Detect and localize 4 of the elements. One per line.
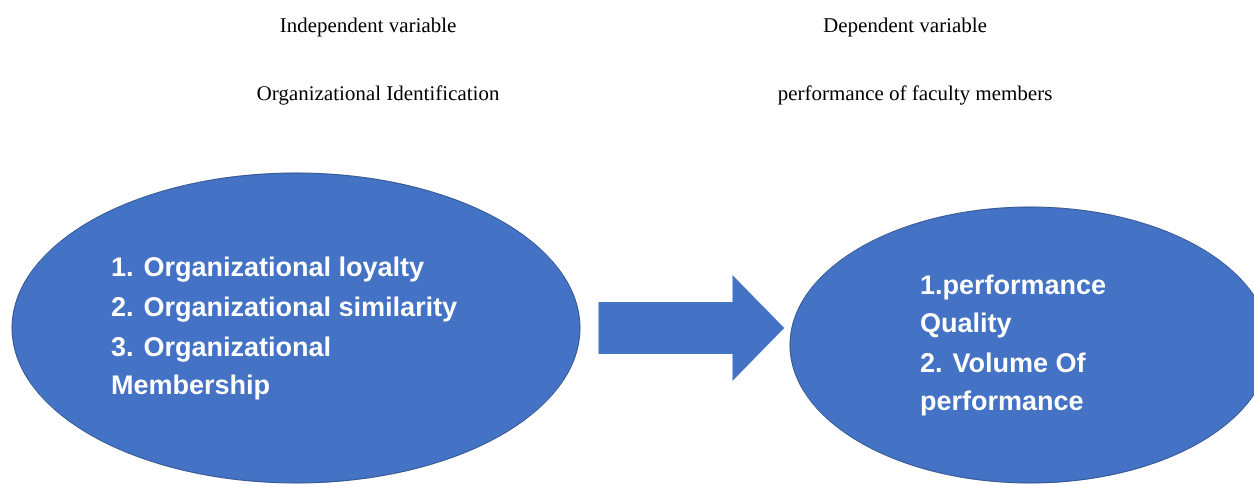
heading-text: Dependent variable	[823, 17, 987, 37]
heading-text: Independent variable	[280, 17, 456, 37]
heading-text: Organizational Identification	[257, 85, 500, 105]
heading-text: performance of faculty members	[778, 85, 1052, 105]
